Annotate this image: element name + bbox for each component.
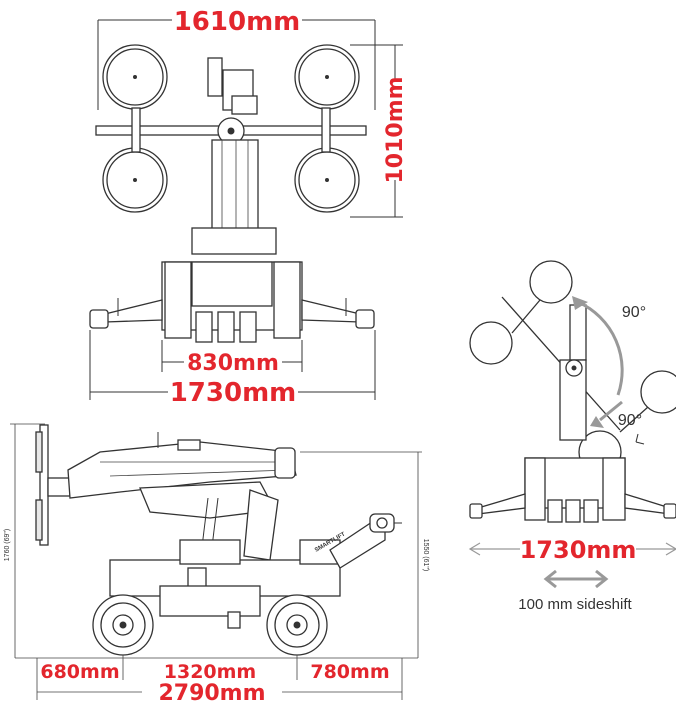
rotation-angle-side: 90° xyxy=(618,412,642,429)
dim-base-width: 1730mm xyxy=(170,378,297,408)
dim-rear-base-width: 1730mm xyxy=(520,536,637,564)
rotation-arrow-upper xyxy=(577,300,624,396)
rear-view: 90° 90° 1730mm 100 mm sideshift xyxy=(468,260,676,613)
front-view: 1610mm 1010mm xyxy=(89,7,408,408)
dim-side-length: 2790mm xyxy=(158,681,265,702)
dim-side-height-left: 1760 (69") xyxy=(4,529,11,561)
dim-side-front: 680mm xyxy=(40,661,119,683)
dim-top-height: 1010mm xyxy=(383,76,408,183)
dim-top-width: 1610mm xyxy=(174,7,301,37)
rotation-arrow-lower xyxy=(599,400,623,422)
rotation-angle-top: 90° xyxy=(622,304,646,321)
sideshift-label: 100 mm sideshift xyxy=(518,596,632,613)
dim-track-inner: 830mm xyxy=(187,351,279,376)
dim-side-wheelbase: 1320mm xyxy=(164,661,256,683)
dim-side-height-right: 1550 (61") xyxy=(422,539,429,571)
dim-side-rear: 780mm xyxy=(310,661,389,683)
side-view: 1760 (69") 1550 (61") SMARTLIFT xyxy=(4,423,429,702)
